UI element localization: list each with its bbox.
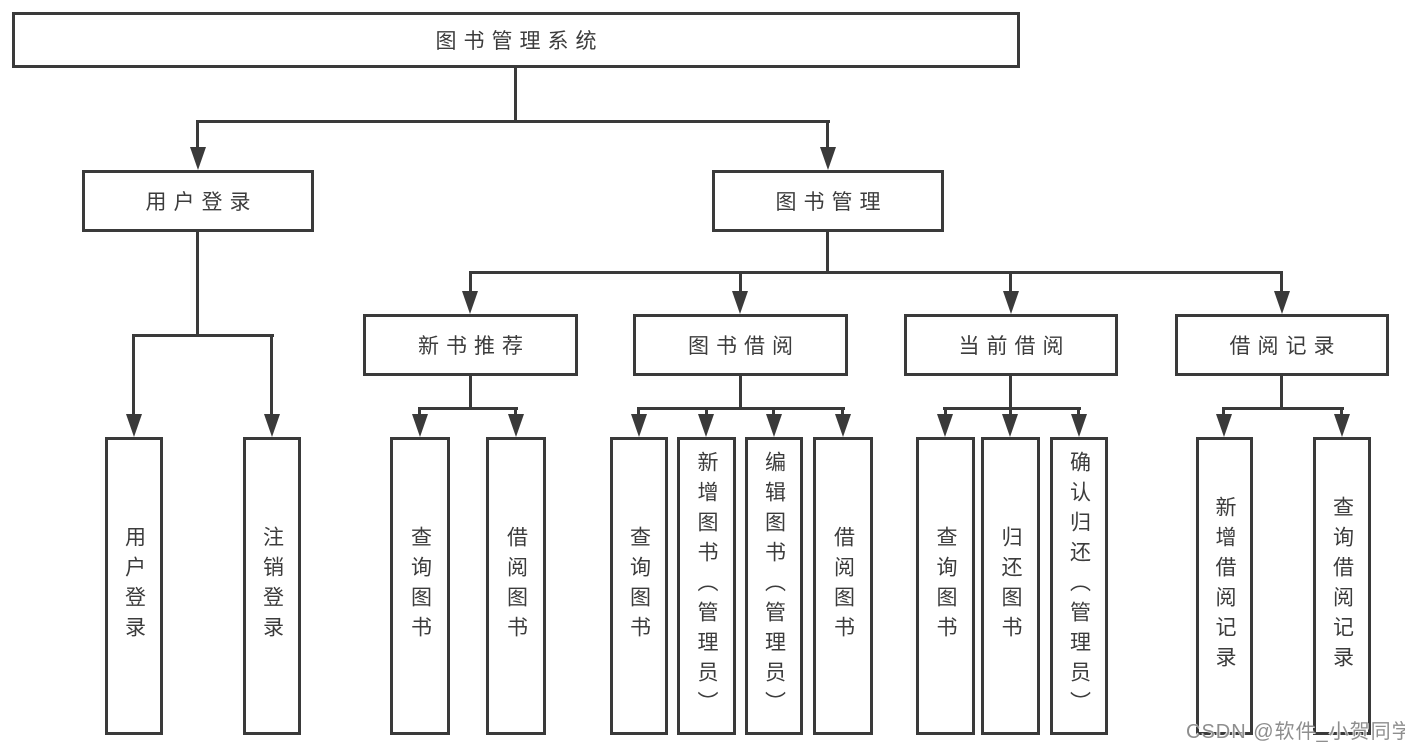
node-book-borrowing: 图书借阅 [633, 314, 848, 376]
leaf-user-login: 用户登录 [105, 437, 163, 735]
connector-drop-leaf [772, 407, 775, 417]
node-borrowing-records: 借阅记录 [1175, 314, 1389, 376]
arrowhead-down-icon [732, 291, 748, 314]
leaf-query-books-current: 查询图书 [916, 437, 975, 735]
leaf-label: 归还图书 [999, 526, 1022, 646]
connector-drop-level3 [1009, 271, 1012, 293]
watermark: CSDN @软件_小贺同学 [1186, 721, 1405, 743]
connector-drop-leaf [418, 407, 421, 417]
arrowhead-down-icon [126, 414, 142, 437]
connector-drop-leaf [841, 407, 844, 417]
arrowhead-down-icon [698, 414, 714, 437]
connector-root-stub [514, 68, 517, 123]
connector-recommend-rail [418, 407, 518, 410]
node-current-borrowing: 当前借阅 [904, 314, 1118, 376]
leaf-add-borrow-record: 新增借阅记录 [1196, 437, 1253, 735]
leaf-label: 确认归还（管理员） [1067, 451, 1091, 721]
connector-level3-rail [469, 271, 1283, 274]
node-label: 图书管理系统 [435, 30, 604, 53]
arrowhead-down-icon [1334, 414, 1350, 437]
leaf-query-borrow-record: 查询借阅记录 [1313, 437, 1371, 735]
leaf-return-books: 归还图书 [981, 437, 1040, 735]
arrowhead-down-icon [190, 147, 206, 170]
connector-current-rail [943, 407, 1081, 410]
leaf-borrow-books-recommend: 借阅图书 [486, 437, 546, 735]
arrowhead-down-icon [835, 414, 851, 437]
connector-level2-rail [196, 120, 830, 123]
leaf-query-books-recommend: 查询图书 [390, 437, 450, 735]
node-label: 借阅记录 [1229, 335, 1342, 358]
connector-drop-level3 [739, 271, 742, 293]
node-label: 当前借阅 [958, 335, 1071, 358]
connector-current-stub [1009, 376, 1012, 410]
leaf-label: 用户登录 [122, 526, 146, 646]
connector-drop-leaf [132, 334, 135, 416]
connector-drop-user-login [196, 120, 199, 150]
connector-drop-leaf [270, 334, 273, 416]
leaf-label: 借阅图书 [831, 526, 855, 646]
connector-user-login-stub [196, 232, 199, 336]
leaf-label: 查询借阅记录 [1330, 496, 1354, 676]
connector-drop-level3 [469, 271, 472, 293]
leaf-label: 注销登录 [260, 526, 284, 646]
connector-drop-leaf [514, 407, 517, 417]
connector-drop-leaf [1009, 407, 1012, 417]
node-label: 用户登录 [145, 191, 258, 214]
leaf-label: 新增图书（管理员） [695, 451, 718, 721]
node-new-book-recommendation: 新书推荐 [363, 314, 578, 376]
node-library-management-system: 图书管理系统 [12, 12, 1020, 68]
arrowhead-down-icon [1071, 414, 1087, 437]
arrowhead-down-icon [1003, 291, 1019, 314]
leaf-label: 查询图书 [627, 526, 651, 646]
arrowhead-down-icon [412, 414, 428, 437]
connector-drop-leaf [1222, 407, 1225, 417]
arrowhead-down-icon [1274, 291, 1290, 314]
leaf-borrow-books-borrowing: 借阅图书 [813, 437, 873, 735]
leaf-label: 查询图书 [408, 526, 432, 646]
connector-drop-leaf [1340, 407, 1343, 417]
arrowhead-down-icon [937, 414, 953, 437]
node-user-login: 用户登录 [82, 170, 314, 232]
arrowhead-down-icon [820, 147, 836, 170]
connector-drop-leaf [637, 407, 640, 417]
connector-records-stub [1280, 376, 1283, 410]
arrowhead-down-icon [462, 291, 478, 314]
node-label: 图书借阅 [688, 335, 800, 358]
connector-book-management-stub [826, 232, 829, 274]
connector-records-rail [1222, 407, 1344, 410]
leaf-query-books-borrowing: 查询图书 [610, 437, 668, 735]
arrowhead-down-icon [264, 414, 280, 437]
connector-borrowing-stub [739, 376, 742, 410]
connector-user-login-rail [132, 334, 274, 337]
leaf-edit-book-admin: 编辑图书（管理员） [745, 437, 803, 735]
arrowhead-down-icon [631, 414, 647, 437]
leaf-confirm-return-admin: 确认归还（管理员） [1050, 437, 1108, 735]
connector-drop-book-management [826, 120, 829, 150]
arrowhead-down-icon [1216, 414, 1232, 437]
leaf-label: 新增借阅记录 [1213, 496, 1236, 676]
leaf-label: 借阅图书 [504, 526, 528, 646]
connector-drop-leaf [944, 407, 947, 417]
node-label: 图书管理 [775, 191, 888, 214]
leaf-add-book-admin: 新增图书（管理员） [677, 437, 736, 735]
leaf-label: 编辑图书（管理员） [762, 451, 786, 721]
connector-drop-leaf [1077, 407, 1080, 417]
connector-borrowing-rail [637, 407, 845, 410]
arrowhead-down-icon [1002, 414, 1018, 437]
node-label: 新书推荐 [418, 335, 530, 358]
arrowhead-down-icon [508, 414, 524, 437]
connector-drop-level3 [1280, 271, 1283, 293]
leaf-logout: 注销登录 [243, 437, 301, 735]
node-book-management: 图书管理 [712, 170, 944, 232]
connector-drop-leaf [705, 407, 708, 417]
connector-recommend-stub [469, 376, 472, 410]
leaf-label: 查询图书 [934, 526, 957, 646]
arrowhead-down-icon [766, 414, 782, 437]
